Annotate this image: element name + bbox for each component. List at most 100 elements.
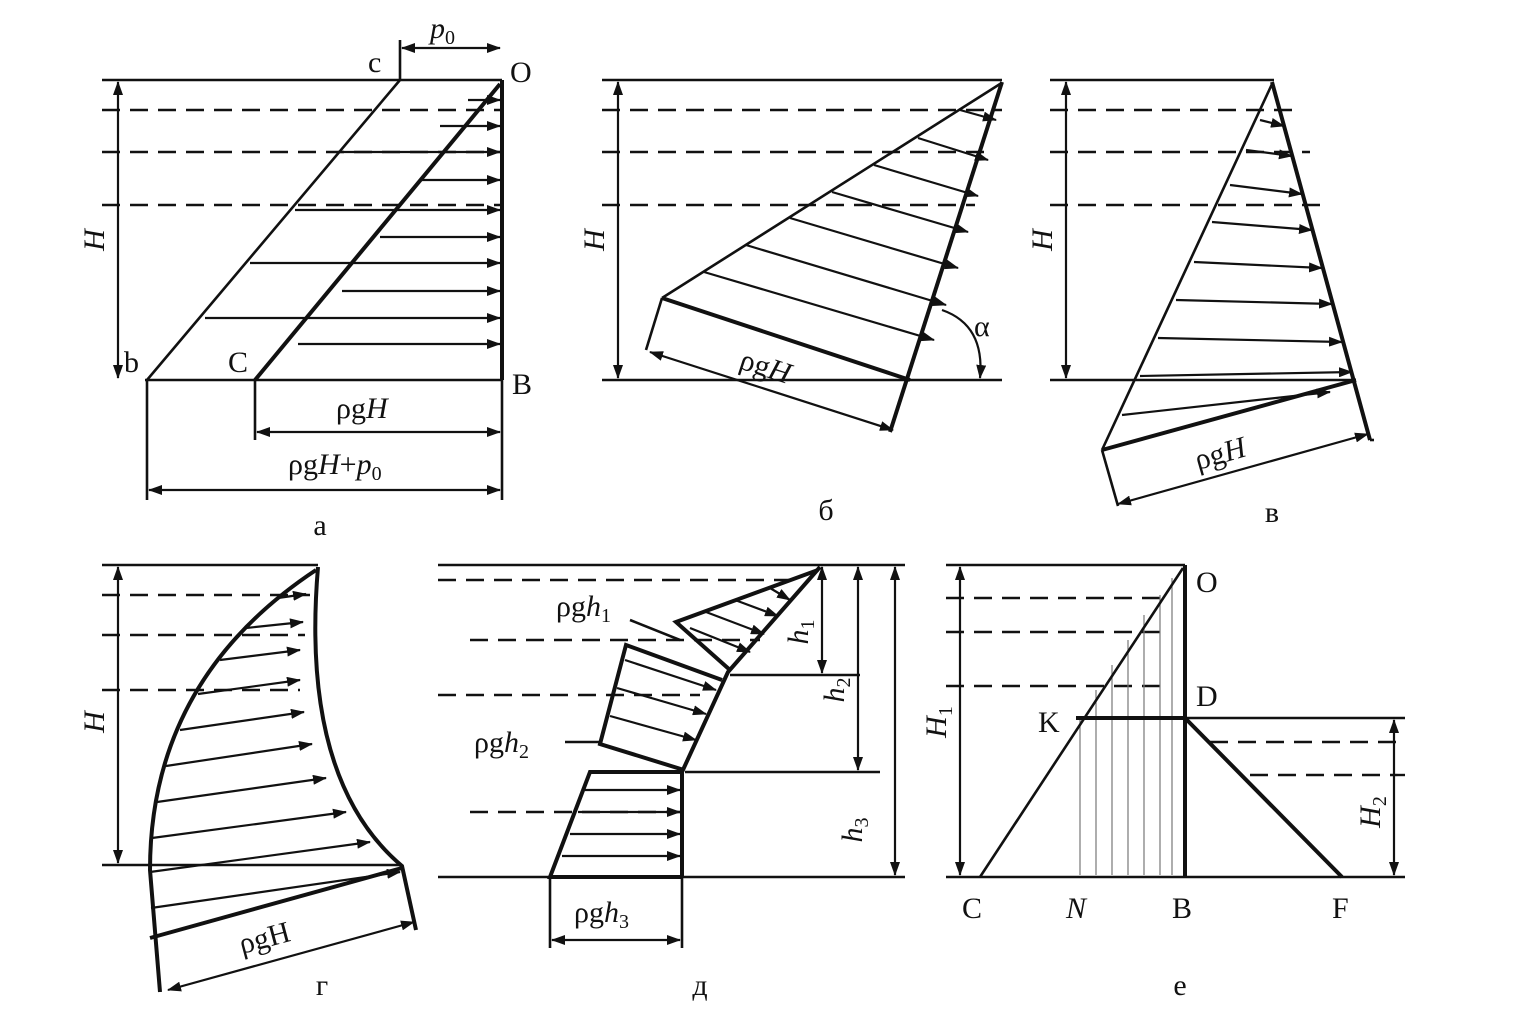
- line-DF: [1183, 716, 1344, 879]
- rhogH-label: ρgH: [336, 392, 390, 425]
- caption-b: б: [818, 494, 833, 527]
- pressure-arrows-g: [149, 590, 401, 910]
- curved-wall: [313, 566, 418, 931]
- point-B-label: B: [512, 368, 532, 401]
- pressure-arrow: [1121, 388, 1331, 417]
- H-label: H: [78, 709, 111, 734]
- panel-g: H ρgH г: [78, 563, 418, 1002]
- total-pressure-label: ρgH+p0: [288, 448, 382, 485]
- diagram-segment-2: [597, 642, 723, 772]
- pressure-arrow: [219, 646, 301, 662]
- pressure-arrow: [277, 590, 307, 601]
- net-pressure-hatch: [1079, 578, 1173, 875]
- pressure-arrow: [1157, 336, 1343, 347]
- pressure-arrow: [1259, 117, 1285, 128]
- rhogH-dimension: [649, 350, 894, 432]
- line-OC: [253, 82, 502, 382]
- H-label: H: [78, 227, 111, 252]
- broken-wall: [680, 565, 822, 877]
- caption-v: в: [1265, 496, 1279, 529]
- pressure-arrow: [831, 190, 969, 234]
- point-b-label: b: [124, 346, 139, 379]
- H-label: H: [578, 227, 611, 252]
- rhogh3-label: ρgh3: [574, 896, 629, 933]
- pressure-arrow: [609, 714, 697, 742]
- pressure-arrows-b: [703, 108, 997, 342]
- alpha-label: α: [974, 310, 990, 343]
- point-C-label: C: [228, 346, 248, 379]
- pressure-arrow: [917, 136, 989, 162]
- alpha-arc: [941, 308, 987, 379]
- pressure-arrow: [149, 838, 371, 874]
- point-c-label: c: [368, 46, 381, 79]
- point-O-label: O: [510, 56, 532, 89]
- rhogh1-label: ρgh1: [556, 590, 611, 627]
- line-OC: [978, 567, 1185, 878]
- inclined-wall: [888, 81, 1004, 433]
- pressure-arrow: [789, 216, 959, 270]
- caption-d: д: [692, 969, 707, 1002]
- pressure-arrow: [1211, 220, 1313, 234]
- pressure-arrow: [1193, 260, 1323, 273]
- diagram-envelope: [147, 568, 318, 993]
- pressure-arrow: [1139, 367, 1353, 378]
- pressure-arrow: [703, 270, 935, 342]
- point-K-label: K: [1038, 706, 1060, 739]
- pressure-arrow: [245, 618, 304, 630]
- rhogH-label: ρgH: [1191, 430, 1252, 477]
- diagram-hypotenuse: [661, 82, 1001, 300]
- H2-label: H2: [1354, 796, 1391, 829]
- point-D-label: D: [1196, 680, 1218, 713]
- H1-label: H1: [920, 706, 957, 739]
- h1-label: h1: [782, 620, 819, 645]
- extension-line: [644, 297, 664, 351]
- pressure-arrows-d: [562, 587, 791, 861]
- p0-label: p0: [428, 12, 455, 49]
- pressure-arrow: [745, 243, 947, 307]
- point-C-label: C: [962, 892, 982, 925]
- inclined-wall: [1270, 81, 1372, 441]
- pressure-arrow: [959, 108, 997, 122]
- panel-v: H ρgH в: [1026, 78, 1374, 529]
- panel-b: H ρgH α б: [578, 78, 1004, 527]
- pressure-arrow: [705, 610, 765, 636]
- pressure-arrow: [1175, 298, 1333, 309]
- pressure-arrow: [156, 774, 327, 804]
- pressure-arrow: [165, 740, 313, 768]
- point-B-label: B: [1172, 892, 1192, 925]
- h3-label: h3: [836, 818, 873, 843]
- leader-line-h1: [629, 618, 681, 642]
- rhogh2-label: ρgh2: [474, 726, 529, 763]
- line-cb: [146, 79, 401, 381]
- pressure-arrow: [624, 658, 717, 692]
- panel-d: h1 h2 h3 ρgh1 ρgh2 ρgh3 д: [438, 563, 905, 1002]
- point-F-label: F: [1332, 892, 1349, 925]
- pressure-arrows-a: [205, 95, 501, 349]
- pressure-arrow: [197, 676, 301, 696]
- pressure-arrow: [151, 808, 347, 840]
- rhogH-label: ρgH: [736, 343, 798, 391]
- pressure-arrow: [734, 598, 779, 618]
- diagram-segment-3: [547, 770, 682, 879]
- H-label: H: [1026, 227, 1059, 252]
- pressure-arrow: [179, 708, 305, 732]
- pressure-arrows-v: [1121, 117, 1353, 417]
- panel-a: H p0 c O b C B ρgH ρgH+p0 а: [78, 12, 532, 542]
- pressure-arrow: [1229, 183, 1303, 198]
- h2-label: h2: [818, 678, 855, 703]
- rhogH-label: ρgH: [235, 916, 293, 961]
- extension-line: [1100, 449, 1120, 507]
- diagram-hypotenuse: [1100, 83, 1274, 451]
- point-O-label: O: [1196, 566, 1218, 599]
- pressure-arrow: [616, 686, 707, 716]
- caption-a: а: [313, 509, 326, 542]
- rhogH-dimension: [167, 920, 415, 992]
- caption-g: г: [316, 969, 328, 1002]
- pressure-arrow: [769, 587, 791, 601]
- pressure-arrow: [150, 868, 401, 910]
- pressure-arrow: [1245, 148, 1293, 160]
- pressure-arrow: [873, 163, 979, 198]
- caption-e: е: [1173, 969, 1186, 1002]
- pressure-arrow: [689, 626, 751, 654]
